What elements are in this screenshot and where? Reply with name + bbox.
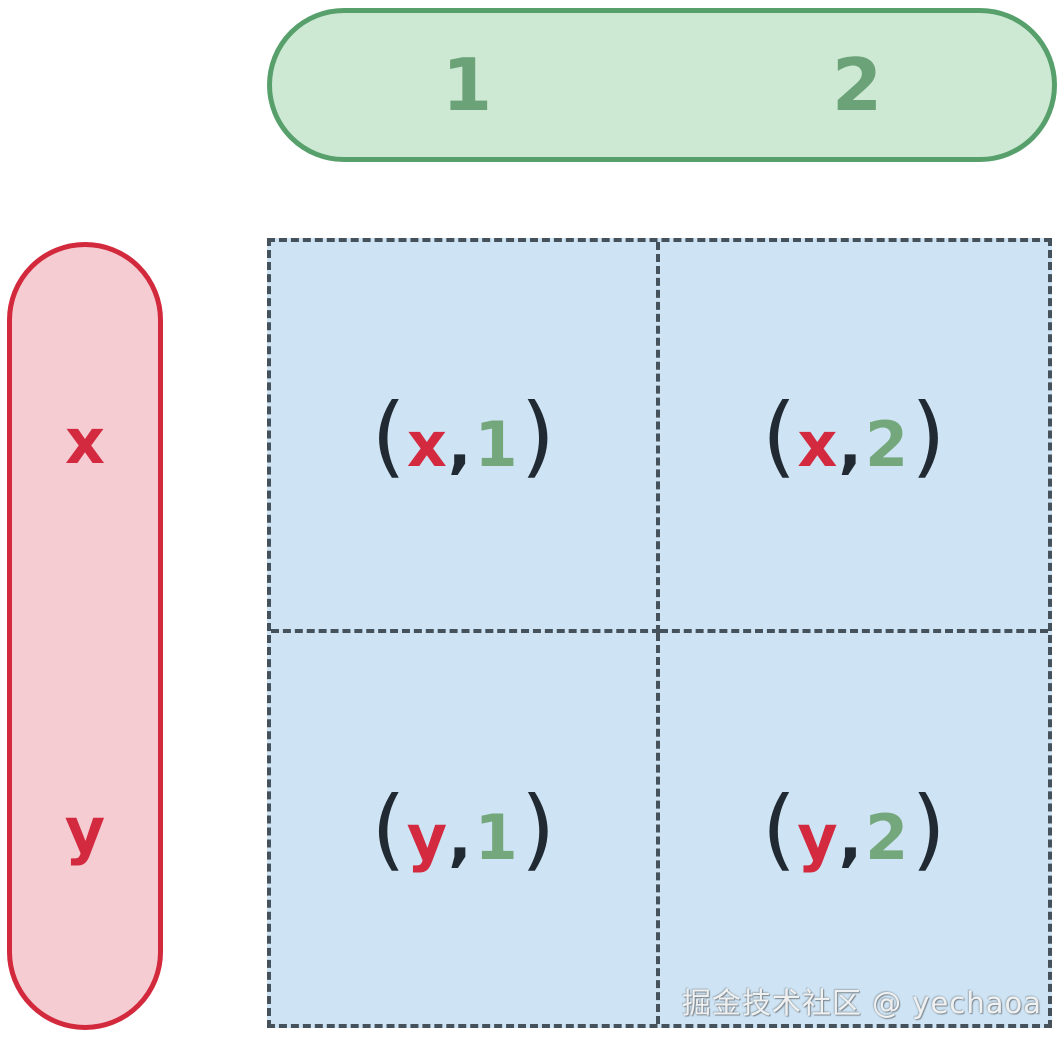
rows-set-pill: x y (7, 242, 163, 1030)
pair-comma: , (838, 407, 862, 481)
pair-y2: (y,2) (762, 784, 946, 874)
paren-open: ( (762, 383, 797, 487)
grid-cell-x2: (x,2) (659, 242, 1048, 633)
pair-comma: , (447, 407, 472, 481)
paren-open: ( (371, 383, 406, 487)
pair-second: 1 (474, 800, 518, 874)
grid-cell-y2: (y,2) (660, 633, 1049, 1024)
pair-first: x (797, 407, 838, 481)
paren-close: ) (911, 776, 946, 880)
pair-second: 2 (864, 407, 909, 481)
pair-first: y (797, 800, 838, 874)
row-label-y: y (64, 794, 106, 867)
grid-cell-x1: (x,1) (271, 242, 660, 633)
pair-first: x (406, 407, 447, 481)
pair-second: 1 (474, 407, 518, 481)
pair-x1: (x,1) (372, 391, 555, 481)
pair-first: y (406, 800, 448, 874)
pair-second: 2 (865, 800, 909, 874)
column-label-2: 2 (831, 43, 883, 127)
watermark: 掘金技术社区 @ yechaoa (681, 986, 1042, 1020)
pairs-grid: (x,1) (x,2) (y,1) (y,2) (267, 238, 1052, 1028)
row-label-x: x (65, 405, 105, 478)
paren-close: ) (911, 383, 946, 487)
column-label-1: 1 (441, 43, 493, 127)
paren-open: ( (761, 776, 797, 880)
columns-set-pill: 1 2 (267, 8, 1057, 162)
paren-close: ) (520, 776, 556, 880)
pair-comma: , (448, 800, 472, 874)
paren-open: ( (371, 776, 406, 880)
pair-x2: (x,2) (762, 391, 945, 481)
pair-comma: , (838, 800, 863, 874)
pair-y1: (y,1) (371, 784, 555, 874)
grid-cell-y1: (y,1) (271, 633, 660, 1024)
paren-close: ) (520, 383, 555, 487)
